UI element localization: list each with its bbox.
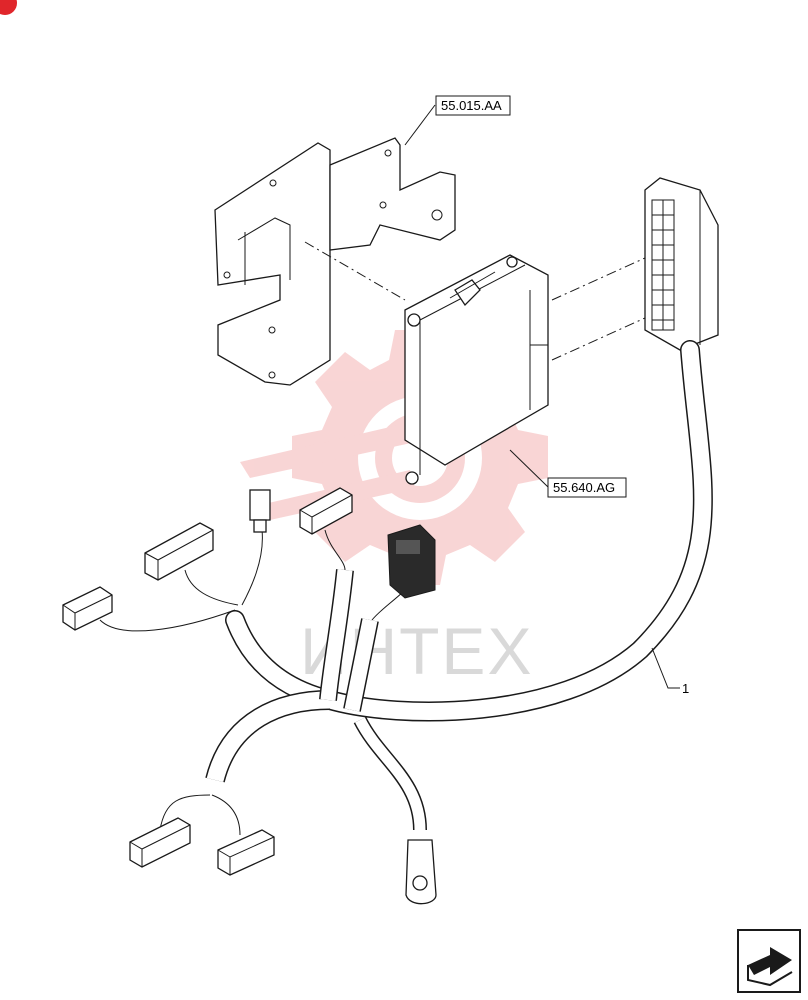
connector-bottom-right: [217, 829, 275, 876]
callout-bracket[interactable]: 55.015.AA: [435, 95, 511, 116]
mounting-bracket: [214, 137, 456, 386]
connector-small-plug: [249, 489, 271, 533]
callout-control-unit-label: 55.640.AG: [553, 480, 615, 495]
next-page-arrow-icon[interactable]: [737, 929, 801, 993]
callout-control-unit[interactable]: 55.640.AG: [547, 477, 627, 498]
callout-harness-label: 1: [682, 681, 689, 696]
connector-upper-left: [144, 522, 214, 581]
control-unit-leader: [509, 449, 549, 488]
connector-center: [299, 487, 353, 535]
callout-bracket-label: 55.015.AA: [441, 98, 502, 113]
connector-black: [387, 524, 436, 599]
corner-badge-icon: [0, 0, 17, 15]
connector-bottom-left: [129, 817, 191, 868]
connector-left: [62, 586, 113, 631]
harness-leader: [651, 647, 680, 689]
wiring-harness: [99, 340, 713, 905]
bracket-leader: [404, 104, 436, 146]
main-connector: [644, 177, 719, 351]
control-unit: [404, 254, 646, 485]
